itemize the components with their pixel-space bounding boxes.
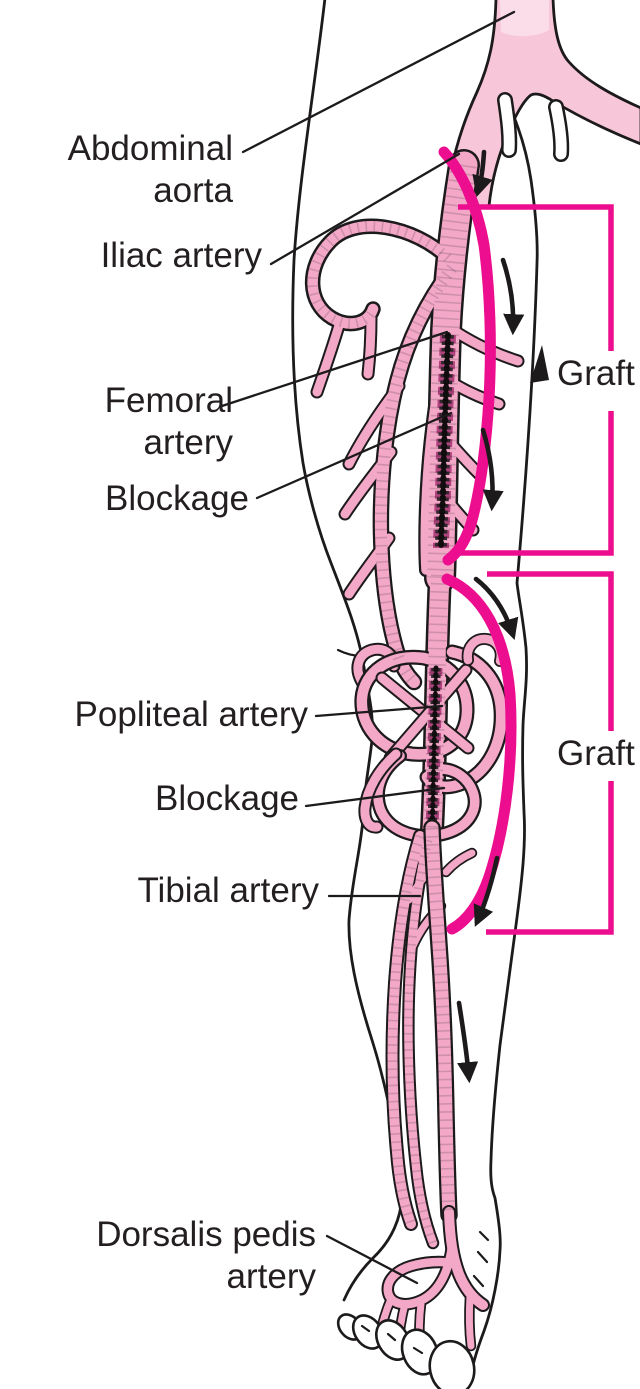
label-abdominal-aorta-line2: aorta xyxy=(153,171,233,211)
leader-blockage-upper xyxy=(255,411,453,500)
flow-arrow-graft-upper-1 xyxy=(500,257,525,336)
ankle-hatch xyxy=(472,1230,490,1288)
label-femoral-artery-line2: artery xyxy=(143,423,233,463)
blood-flow-arrows xyxy=(456,149,549,1084)
tibial-vessels xyxy=(393,828,472,1243)
flow-arrow-graft-upper-2 xyxy=(480,427,504,512)
label-tibial-artery: Tibial artery xyxy=(137,871,319,910)
flow-arrow-iliac xyxy=(472,149,493,198)
label-blockage-lower: Blockage xyxy=(155,779,299,818)
leg-outline-right xyxy=(470,80,539,1372)
label-dorsalis-pedis-line2: artery xyxy=(226,1257,316,1297)
label-graft-upper: Graft xyxy=(557,354,635,393)
graft-femoral-popliteal xyxy=(438,146,496,566)
graft-bracket-upper xyxy=(456,204,614,556)
flow-arrow-up-thigh xyxy=(530,345,549,383)
label-blockage-upper: Blockage xyxy=(105,479,249,518)
leader-dorsalis-pedis xyxy=(325,1234,419,1285)
graft-bracket-lower xyxy=(486,571,614,935)
label-iliac-artery: Iliac artery xyxy=(100,236,262,275)
leader-popliteal-artery xyxy=(314,704,444,718)
leader-blockage-lower xyxy=(304,786,446,808)
flow-arrow-graft-lower-2 xyxy=(473,855,500,927)
label-femoral-artery-line1: Femoral xyxy=(104,381,233,420)
label-femoral-artery: Femoral artery xyxy=(105,380,233,465)
abdominal-aorta-vessel xyxy=(447,0,640,208)
label-graft-lower: Graft xyxy=(557,734,635,773)
leader-iliac-artery xyxy=(269,152,461,266)
flow-arrow-tibial xyxy=(456,1000,479,1084)
leader-abdominal-aorta xyxy=(241,10,516,154)
label-dorsalis-pedis-line1: Dorsalis pedis xyxy=(96,1215,316,1254)
groin-vessels xyxy=(497,92,570,162)
leader-lines xyxy=(220,10,516,1285)
flow-arrow-graft-lower-1 xyxy=(473,576,519,641)
toe-hatch xyxy=(360,1324,424,1355)
label-abdominal-aorta: Abdominal aorta xyxy=(68,128,233,213)
leader-femoral-artery xyxy=(220,330,449,408)
graft-popliteal-tibial xyxy=(441,573,517,935)
toes xyxy=(336,1313,476,1389)
label-popliteal-artery: Popliteal artery xyxy=(74,695,308,734)
label-dorsalis-pedis-artery: Dorsalis pedis artery xyxy=(96,1214,316,1299)
label-abdominal-aorta-line1: Abdominal xyxy=(67,129,233,168)
